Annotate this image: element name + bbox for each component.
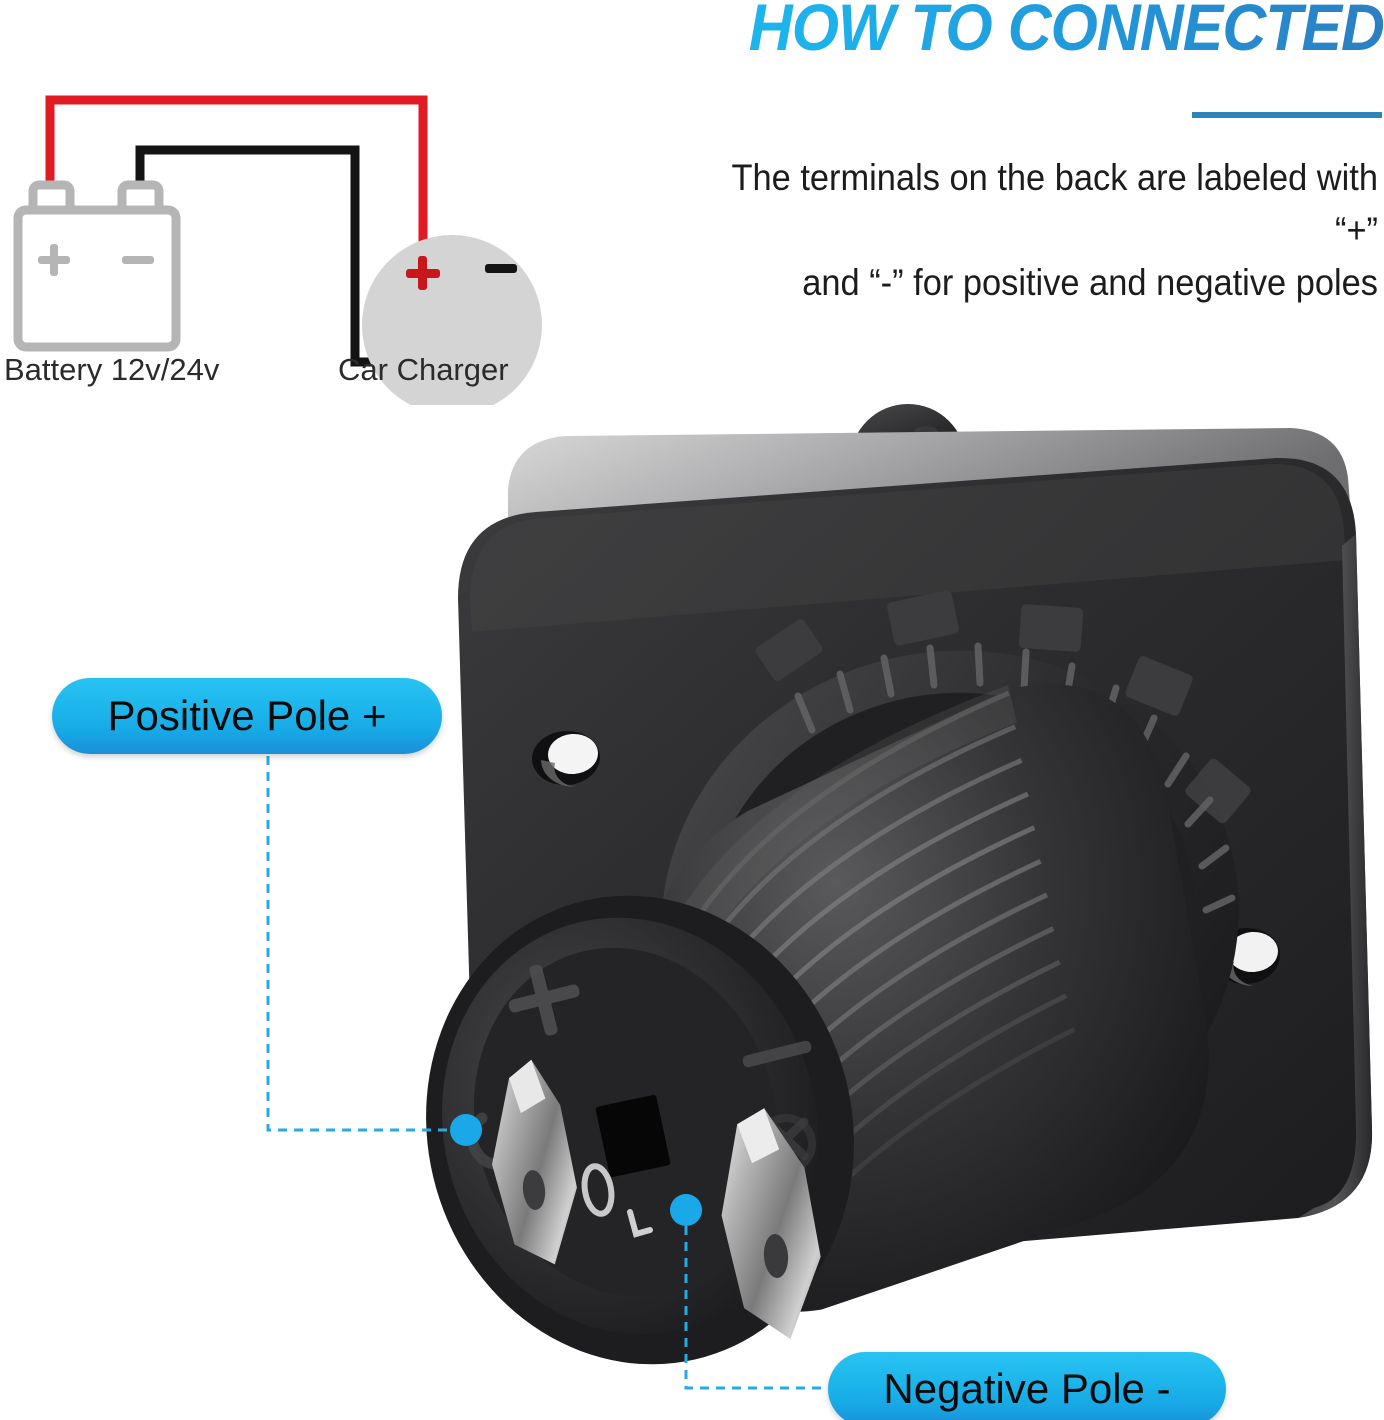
positive-wire <box>45 95 428 245</box>
mounting-hole-left <box>532 730 600 787</box>
page-title: HOW TO CONNECTED <box>681 0 1384 60</box>
car-charger-label: Car Charger <box>338 352 509 387</box>
plus-marking <box>508 964 580 1036</box>
description-line-2: and “-” for positive and negative poles <box>802 262 1378 304</box>
description-text: The terminals on the back are labeled wi… <box>682 152 1378 310</box>
title-underline-rule <box>1192 112 1382 118</box>
minus-marking <box>742 1040 812 1068</box>
callout-negative-pole[interactable]: Negative Pole - <box>828 1352 1226 1420</box>
battery-icon <box>13 180 181 352</box>
callout-positive-pole[interactable]: Positive Pole + <box>52 678 442 754</box>
battery-label: Battery 12v/24v <box>4 352 220 387</box>
terminal-pin-detail <box>581 1163 653 1238</box>
description-line-1: The terminals on the back are labeled wi… <box>731 157 1378 251</box>
car-charger-icon <box>362 235 542 405</box>
product-photo-12v-socket <box>330 400 1384 1420</box>
wiring-diagram <box>0 60 560 405</box>
positive-spade-terminal <box>492 1059 577 1265</box>
